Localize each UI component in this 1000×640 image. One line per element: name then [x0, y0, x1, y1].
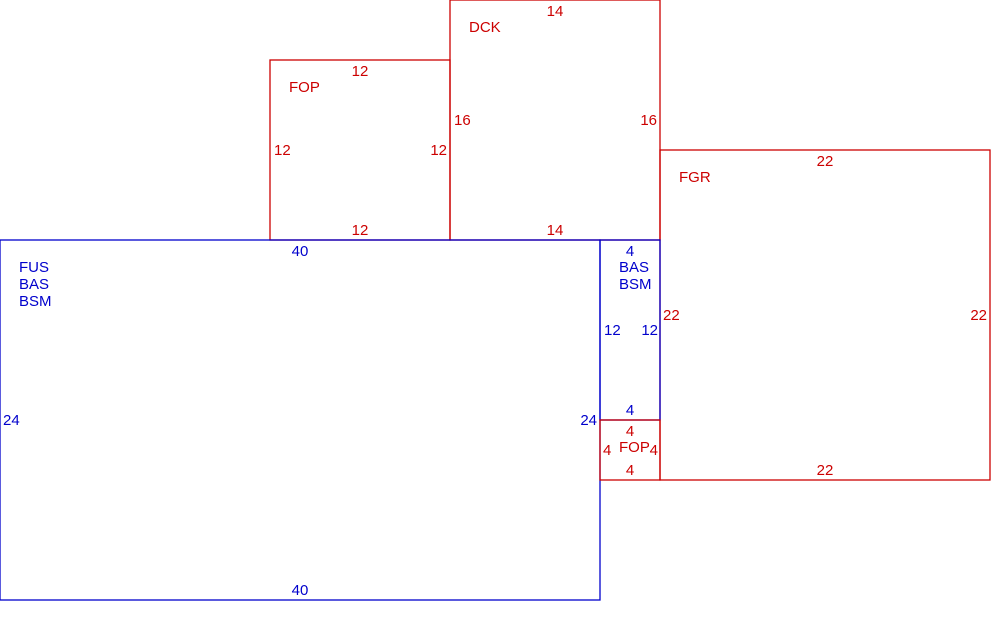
bay-right-dimension: 12: [641, 322, 658, 339]
front-porch-left-dimension: 12: [274, 142, 291, 159]
main-left-dimension: 24: [3, 412, 20, 429]
bay-left-dimension: 12: [604, 322, 621, 339]
deck-code-label: DCK: [469, 19, 501, 36]
front-porch-bottom-dimension: 12: [352, 222, 369, 239]
front-porch-top-dimension: 12: [352, 63, 369, 80]
bay-bottom-dimension: 4: [626, 402, 634, 419]
small-porch-area[interactable]: FOP 4 4 4 4: [599, 419, 661, 481]
bay-code-label: BSM: [619, 276, 652, 293]
garage-left-dimension: 22: [663, 307, 680, 324]
garage-code-label: FGR: [679, 169, 711, 186]
garage-outline: [659, 149, 991, 481]
deck-left-dimension: 16: [454, 112, 471, 129]
main-right-dimension: 24: [580, 412, 597, 429]
deck-bottom-dimension: 14: [547, 222, 564, 239]
bay-area[interactable]: BAS BSM 4 4 12 12: [599, 239, 661, 421]
deck-outline: [449, 0, 661, 241]
small-porch-left-dimension: 4: [603, 442, 611, 459]
bay-top-dimension: 4: [626, 243, 634, 260]
deck-area[interactable]: DCK 14 14 16 16: [449, 0, 661, 241]
main-bottom-dimension: 40: [292, 582, 309, 599]
front-porch-area[interactable]: FOP 12 12 12 12: [269, 59, 451, 241]
front-porch-code-label: FOP: [289, 79, 320, 96]
front-porch-right-dimension: 12: [430, 142, 447, 159]
bay-code-label: BAS: [619, 259, 649, 276]
garage-area[interactable]: FGR 22 22 22 22: [659, 149, 991, 481]
garage-right-dimension: 22: [970, 307, 987, 324]
garage-bottom-dimension: 22: [817, 462, 834, 479]
small-porch-right-dimension: 4: [650, 442, 658, 459]
main-code-label: FUS: [19, 259, 49, 276]
garage-top-dimension: 22: [817, 153, 834, 170]
deck-right-dimension: 16: [640, 112, 657, 129]
main-top-dimension: 40: [292, 243, 309, 260]
main-living-area[interactable]: FUS BAS BSM 40 40 24 24: [0, 239, 601, 601]
small-porch-bottom-dimension: 4: [626, 462, 634, 479]
deck-top-dimension: 14: [547, 3, 564, 20]
small-porch-outline: [599, 419, 661, 481]
small-porch-top-dimension: 4: [626, 423, 634, 440]
main-living-outline: [0, 239, 601, 601]
small-porch-code-label: FOP: [619, 439, 650, 456]
main-code-label: BAS: [19, 276, 49, 293]
main-code-label: BSM: [19, 293, 52, 310]
